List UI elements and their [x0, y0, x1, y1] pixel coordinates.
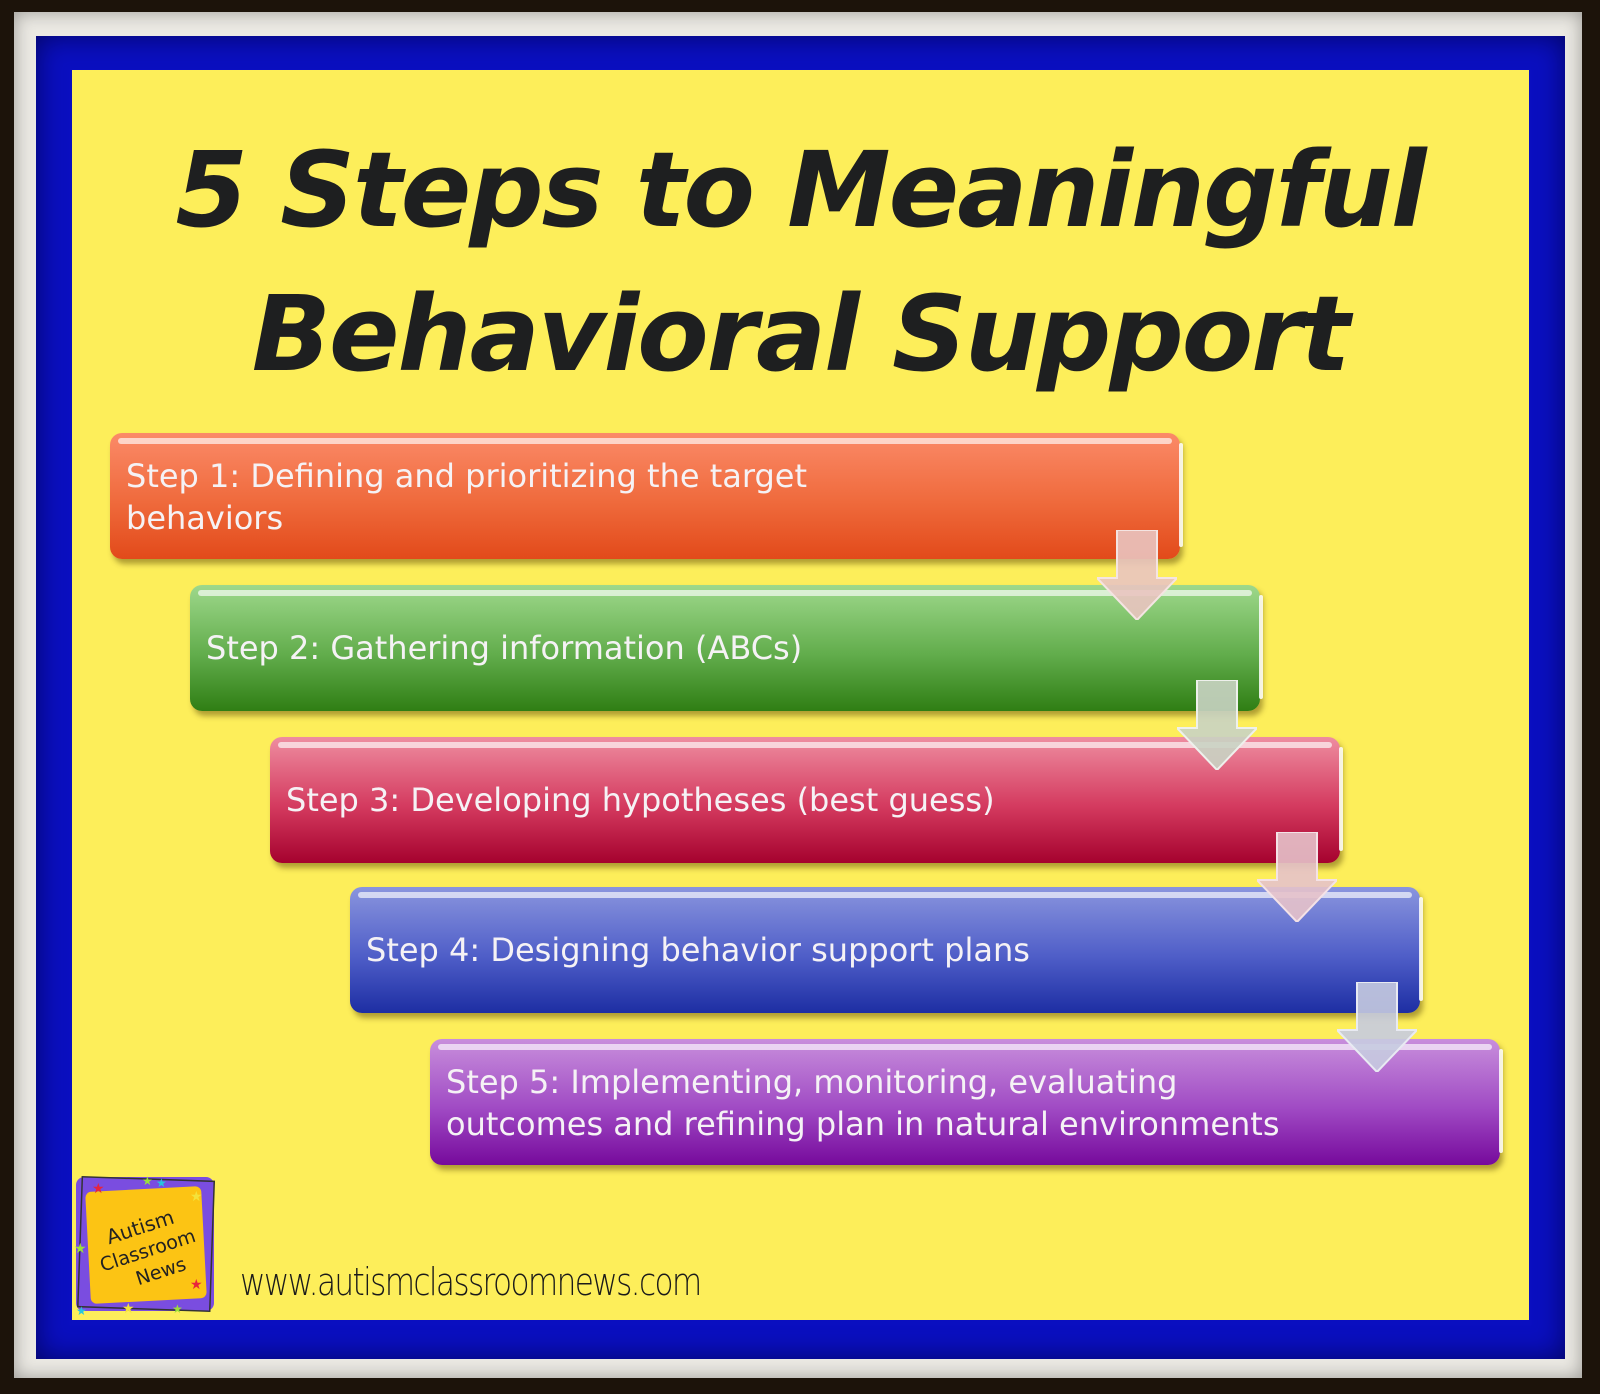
title-line-2: Behavioral Support — [251, 273, 1351, 395]
step-2-label: Step 2: Gathering information (ABCs) — [206, 629, 803, 667]
step-5-label: Step 5: Implementing, monitoring, evalua… — [446, 1063, 1280, 1143]
svg-text:★: ★ — [92, 1180, 105, 1196]
step-2-box: Step 2: Gathering information (ABCs) — [190, 585, 1263, 711]
svg-text:★: ★ — [74, 1240, 87, 1256]
svg-text:★: ★ — [156, 1176, 167, 1190]
step-5-box: Step 5: Implementing, monitoring, evalua… — [430, 1039, 1503, 1165]
step-4-box: Step 4: Designing behavior support plans — [350, 887, 1423, 1013]
autism-classroom-news-logo: Autism Classroom News ★ ★ ★ ★ ★ ★ ★ ★ ★ — [74, 1174, 216, 1317]
svg-text:★: ★ — [76, 1304, 87, 1317]
step-4-label: Step 4: Designing behavior support plans — [366, 931, 1030, 969]
down-arrow-icon — [1337, 982, 1417, 1072]
down-arrow-icon — [1257, 832, 1337, 922]
step-1-box: Step 1: Defining and prioritizing the ta… — [110, 433, 1183, 559]
svg-text:★: ★ — [122, 1300, 135, 1316]
title-line-1: 5 Steps to Meaningful — [175, 129, 1427, 251]
website-url[interactable]: www.autismclassroomnews.com — [240, 1260, 702, 1304]
step-3-box: Step 3: Developing hypotheses (best gues… — [270, 737, 1343, 863]
svg-text:★: ★ — [172, 1302, 183, 1316]
svg-text:★: ★ — [142, 1174, 153, 1188]
step-3-label: Step 3: Developing hypotheses (best gues… — [286, 781, 995, 819]
down-arrow-icon — [1177, 680, 1257, 770]
svg-text:★: ★ — [190, 1188, 203, 1204]
svg-text:★: ★ — [190, 1276, 203, 1292]
down-arrow-icon — [1097, 530, 1177, 620]
step-1-label: Step 1: Defining and prioritizing the ta… — [126, 457, 807, 537]
